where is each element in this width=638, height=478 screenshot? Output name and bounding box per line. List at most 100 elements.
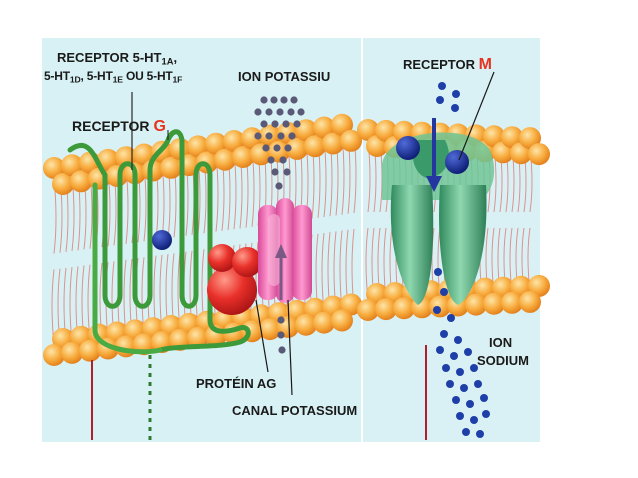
sodium-ion [480, 394, 488, 402]
potassium-ion [280, 96, 288, 104]
lipid-head [501, 126, 523, 149]
lipid-head [483, 125, 505, 148]
sodium-flow-arrow [426, 118, 442, 192]
label-ion-potassiu: ION POTASSIU [238, 69, 331, 84]
sodium-ion [450, 352, 458, 360]
m-receptor-binding-dot-left [396, 136, 420, 160]
label-receptor-g: RECEPTOR G [72, 118, 166, 135]
potassium-ions [254, 96, 305, 354]
m-receptor-binding-dot-right [445, 150, 469, 174]
potassium-ion [271, 120, 279, 128]
lipid-head [340, 293, 362, 316]
potassium-ion [282, 120, 290, 128]
lipid-head [322, 132, 344, 155]
lipid-head [501, 291, 523, 314]
g-protein [207, 244, 262, 315]
sodium-ion [434, 268, 442, 276]
lipid-head [205, 132, 227, 155]
potassium-ion [283, 168, 291, 176]
lipid-head [357, 119, 379, 141]
potassium-ion [262, 144, 270, 152]
sodium-ion [482, 410, 490, 418]
sodium-ion [438, 82, 446, 90]
potassium-ion [260, 120, 268, 128]
g-receptor-inner-strand [92, 182, 163, 355]
potassium-ion [277, 132, 285, 140]
lipid-head [259, 318, 281, 341]
sodium-ion [446, 380, 454, 388]
potassium-ion [284, 144, 292, 152]
potassium-ion [270, 96, 278, 104]
potassium-ion [275, 182, 283, 190]
label-receptor-m: RECEPTOR M [403, 56, 492, 73]
lipid-head [313, 311, 335, 334]
sodium-ion [462, 428, 470, 436]
sodium-ion [476, 430, 484, 438]
lipid-head [223, 130, 245, 152]
potassium-ion [277, 316, 285, 324]
sodium-ion [470, 416, 478, 424]
sodium-ion [440, 330, 448, 338]
potassium-ion [290, 96, 298, 104]
lipid-head [52, 173, 74, 195]
lipid-head [295, 313, 317, 336]
potassium-ion [273, 144, 281, 152]
lipid-head [331, 309, 353, 332]
lipid-head [331, 113, 353, 136]
sodium-ion [474, 380, 482, 388]
potassium-ion [287, 108, 295, 116]
receptor-m-letter: M [478, 56, 492, 73]
lipid-head [70, 170, 92, 193]
lipid-head [528, 274, 550, 297]
label-protein-ag: PROTÉIN AG [196, 376, 277, 391]
lipid-head [61, 154, 83, 177]
lipid-head [286, 137, 308, 160]
lipid-head [357, 299, 379, 321]
sodium-ion [442, 364, 450, 372]
lipid-head [61, 341, 83, 364]
sodium-ion [440, 288, 448, 296]
lipid-head [393, 297, 415, 320]
sodium-ion [454, 336, 462, 344]
lipid-head [214, 148, 236, 171]
sodium-ion [447, 314, 455, 322]
potassium-ion [276, 108, 284, 116]
leader-receptor-m [458, 71, 495, 161]
sodium-ion [466, 400, 474, 408]
m-receptor-channel [381, 132, 495, 305]
potassium-ion [265, 108, 273, 116]
label-receptor-5ht-line2: 5-HT1D, 5-HT1E OU 5-HT1F [44, 69, 183, 85]
potassium-ion [254, 132, 262, 140]
sodium-ion [452, 90, 460, 98]
lipid-head [43, 344, 65, 366]
label-canal-potassium: CANAL POTASSIUM [232, 403, 358, 418]
lipid-head [340, 129, 362, 152]
label-ion-sodium-line2: SODIUM [477, 353, 529, 368]
sodium-ion [464, 348, 472, 356]
label-ion-sodium-line1: ION [489, 335, 513, 350]
lipid-head [79, 339, 101, 362]
potassium-ion [297, 108, 305, 116]
sodium-ion [452, 396, 460, 404]
sodium-ion [451, 104, 459, 112]
lipid-head [187, 326, 209, 349]
potassium-ion [267, 156, 275, 164]
lipid-head [483, 292, 505, 315]
lipid-head [519, 290, 541, 313]
receptor-g-letter: G [153, 118, 166, 135]
g-receptor-serpentine [67, 129, 251, 353]
lipid-head [528, 143, 550, 166]
sodium-ions [433, 82, 490, 438]
potassium-ion [254, 108, 262, 116]
potassium-ion [288, 132, 296, 140]
lipid-head [465, 293, 487, 316]
potassium-channel [258, 198, 312, 303]
potassium-ion [279, 156, 287, 164]
sodium-ion [433, 306, 441, 314]
sodium-ion [436, 346, 444, 354]
lipid-head [133, 143, 155, 166]
lipid-head [43, 157, 65, 179]
potassium-ion [260, 96, 268, 104]
potassium-ion [278, 346, 286, 354]
